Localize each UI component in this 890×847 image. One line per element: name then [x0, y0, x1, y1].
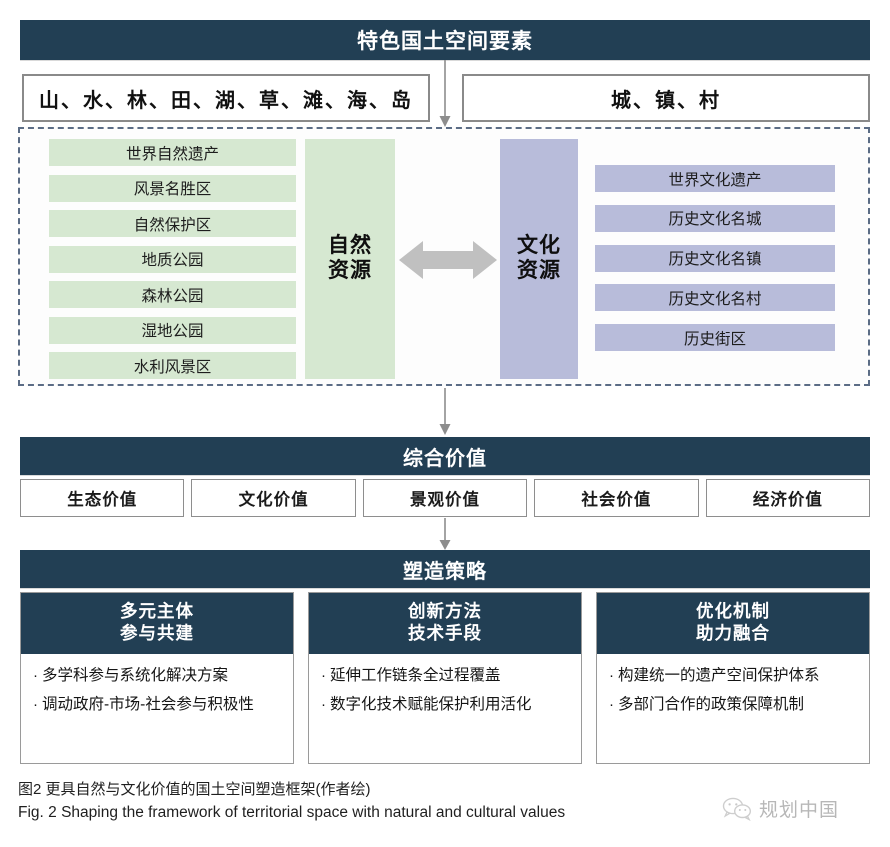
value-item: 生态价值 — [20, 479, 185, 517]
strategy-card-header: 多元主体 参与共建 — [21, 593, 293, 654]
strategy-bullet: · 构建统一的遗产空间保护体系 — [605, 666, 859, 686]
strategy-bullet: · 多学科参与系统化解决方案 — [29, 666, 283, 686]
caption-chinese: 图2 更具自然与文化价值的国土空间塑造框架(作者绘) — [18, 781, 371, 798]
tag-item: 历史文化名镇 — [595, 244, 835, 272]
tag-item: 风景名胜区 — [49, 174, 296, 202]
connector-arrow-strategy — [439, 518, 451, 550]
natural-resource-label-line1: 自然 — [328, 234, 372, 258]
element-box-natural: 山、水、林、田、湖、草、滩、海、岛 — [22, 74, 430, 122]
natural-resource-tag-list: 世界自然遗产 风景名胜区 自然保护区 地质公园 森林公园 湿地公园 水利风景区 — [49, 139, 296, 379]
bullet-dot-icon: · — [33, 696, 38, 714]
wechat-icon — [722, 797, 752, 821]
bullet-dot-icon: · — [609, 666, 614, 684]
tag-item: 历史街区 — [595, 324, 835, 351]
strategy-bullet-text: 多部门合作的政策保障机制 — [618, 696, 805, 714]
bullet-dot-icon: · — [33, 666, 38, 684]
strategy-head-line1: 优化机制 — [696, 601, 770, 621]
value-item: 景观价值 — [362, 479, 528, 517]
cultural-resource-tag-list: 世界文化遗产 历史文化名城 历史文化名镇 历史文化名村 历史街区 — [595, 165, 835, 351]
bullet-dot-icon: · — [609, 696, 614, 714]
watermark-text: 规划中国 — [759, 800, 840, 821]
value-title-banner: 综合价值 — [20, 437, 870, 475]
connector-arrow-top — [439, 60, 451, 127]
value-item: 经济价值 — [705, 479, 871, 517]
strategy-card-body: · 延伸工作链条全过程覆盖 · 数字化技术赋能保护利用活化 — [309, 654, 581, 763]
strategy-card: 创新方法 技术手段 · 延伸工作链条全过程覆盖 · 数字化技术赋能保护利用活化 — [308, 592, 582, 764]
strategy-bullet-text: 构建统一的遗产空间保护体系 — [618, 666, 820, 684]
cultural-resource-label-line2: 资源 — [517, 259, 561, 282]
cultural-resource-label-line1: 文化 — [517, 234, 561, 258]
strategy-bullet-text: 多学科参与系统化解决方案 — [42, 666, 229, 684]
figure-caption: 图2 更具自然与文化价值的国土空间塑造框架(作者绘) Fig. 2 Shapin… — [18, 778, 718, 822]
tag-item: 历史文化名村 — [595, 284, 835, 312]
strategy-head-line2: 参与共建 — [120, 622, 194, 643]
strategy-bullet-text: 数字化技术赋能保护利用活化 — [330, 696, 532, 714]
strategy-bullet: · 调动政府-市场-社会参与积极性 — [29, 695, 283, 715]
strategy-card-body: · 多学科参与系统化解决方案 · 调动政府-市场-社会参与积极性 — [21, 654, 293, 763]
element-box-urban: 城、镇、村 — [462, 74, 870, 122]
strategy-card-header: 优化机制 助力融合 — [597, 593, 869, 654]
tag-item: 世界文化遗产 — [595, 165, 835, 192]
strategy-head-line2: 助力融合 — [696, 622, 770, 643]
strategy-bullet: · 多部门合作的政策保障机制 — [605, 695, 859, 715]
strategy-head-line2: 技术手段 — [408, 622, 482, 643]
value-items-row: 生态价值 文化价值 景观价值 社会价值 经济价值 — [20, 479, 871, 517]
double-headed-arrow-icon — [399, 241, 497, 279]
tag-item: 世界自然遗产 — [49, 139, 296, 166]
tag-item: 水利风景区 — [49, 352, 296, 379]
strategy-cards-row: 多元主体 参与共建 · 多学科参与系统化解决方案 · 调动政府-市场-社会参与积… — [20, 592, 870, 764]
strategy-head-line1: 创新方法 — [408, 601, 482, 621]
tag-item: 历史文化名城 — [595, 204, 835, 232]
caption-english: Fig. 2 Shaping the framework of territor… — [18, 804, 566, 821]
tag-item: 自然保护区 — [49, 210, 296, 237]
strategy-head-line1: 多元主体 — [120, 601, 194, 621]
strategy-title-banner: 塑造策略 — [20, 550, 870, 588]
resource-zone-container: 世界自然遗产 风景名胜区 自然保护区 地质公园 森林公园 湿地公园 水利风景区 … — [18, 127, 870, 386]
top-title-banner: 特色国土空间要素 — [20, 20, 870, 60]
value-item: 社会价值 — [534, 479, 699, 517]
natural-resource-column: 自然 资源 — [305, 139, 395, 379]
bullet-dot-icon: · — [321, 666, 326, 684]
strategy-bullet: · 数字化技术赋能保护利用活化 — [317, 695, 571, 715]
tag-item: 湿地公园 — [49, 316, 296, 344]
watermark: 规划中国 — [722, 795, 839, 822]
strategy-bullet: · 延伸工作链条全过程覆盖 — [317, 666, 571, 686]
cultural-resource-column: 文化 资源 — [500, 139, 578, 379]
strategy-card: 多元主体 参与共建 · 多学科参与系统化解决方案 · 调动政府-市场-社会参与积… — [20, 592, 294, 764]
connector-arrow-value — [439, 388, 451, 435]
natural-resource-label-line2: 资源 — [328, 259, 372, 282]
bullet-dot-icon: · — [321, 696, 326, 714]
tag-item: 森林公园 — [49, 281, 296, 308]
strategy-bullet-text: 延伸工作链条全过程覆盖 — [330, 666, 501, 684]
value-item: 文化价值 — [191, 479, 356, 517]
strategy-bullet-text: 调动政府-市场-社会参与积极性 — [42, 696, 254, 714]
strategy-card-header: 创新方法 技术手段 — [309, 593, 581, 654]
strategy-card: 优化机制 助力融合 · 构建统一的遗产空间保护体系 · 多部门合作的政策保障机制 — [596, 592, 870, 764]
tag-item: 地质公园 — [49, 245, 296, 273]
strategy-card-body: · 构建统一的遗产空间保护体系 · 多部门合作的政策保障机制 — [597, 654, 869, 763]
